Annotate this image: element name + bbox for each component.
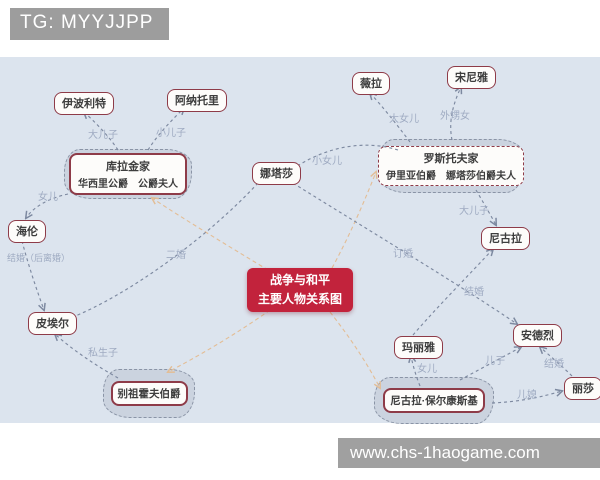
family-cloud-kuragin: 库拉金家 华西里公爵 公爵夫人 bbox=[64, 149, 192, 199]
edge-label-marriage-andrei: 结婚 bbox=[544, 359, 564, 370]
edge-label-youngest-daughter: 小女儿 bbox=[312, 156, 342, 167]
node-andrei: 安德烈 bbox=[513, 324, 562, 347]
node-anatole: 阿纳托里 bbox=[167, 89, 227, 112]
node-sonya: 宋尼雅 bbox=[447, 66, 496, 89]
edge-label-son-bolkonsky: 儿子 bbox=[485, 356, 505, 367]
family-title: 尼古拉·保尔康斯基 bbox=[390, 395, 478, 407]
edge-label-eldest-son-kuragin: 大儿子 bbox=[88, 130, 118, 141]
family-title: 罗斯托夫家 bbox=[423, 153, 479, 165]
diagram-title-box: 战争与和平 主要人物关系图 bbox=[247, 268, 353, 312]
edge-label-illegitimate-son: 私生子 bbox=[88, 348, 118, 359]
edge-label-eldest-daughter: 大女儿 bbox=[389, 114, 419, 125]
node-helen: 海伦 bbox=[8, 220, 46, 243]
node-lisa: 丽莎 bbox=[564, 377, 600, 400]
family-cloud-bolkonsky: 尼古拉·保尔康斯基 bbox=[374, 377, 494, 424]
node-pierre: 皮埃尔 bbox=[28, 312, 77, 335]
family-cloud-bezukhov: 别祖霍夫伯爵 bbox=[103, 369, 195, 418]
diagram-title-line2: 主要人物关系图 bbox=[257, 292, 342, 306]
family-title: 别祖霍夫伯爵 bbox=[117, 388, 181, 400]
node-nikolai: 尼古拉 bbox=[481, 227, 530, 250]
watermark-bottom-banner: www.chs-1haogame.com bbox=[338, 438, 600, 468]
family-box-kuragin: 库拉金家 华西里公爵 公爵夫人 bbox=[69, 153, 187, 195]
family-cloud-rostov: 罗斯托夫家 伊里亚伯爵 娜塔莎伯爵夫人 bbox=[378, 139, 524, 193]
node-natasha: 娜塔莎 bbox=[252, 162, 301, 185]
node-vera: 薇拉 bbox=[352, 72, 390, 95]
node-hippolyte: 伊波利特 bbox=[54, 92, 114, 115]
edge-label-daughter-kuragin: 女儿 bbox=[38, 192, 58, 203]
node-marya: 玛丽雅 bbox=[394, 336, 443, 359]
family-title: 库拉金家 bbox=[106, 161, 150, 173]
family-members: 伊里亚伯爵 娜塔莎伯爵夫人 bbox=[386, 171, 516, 182]
edge-label-daughter-bolkonsky: 女儿 bbox=[417, 364, 437, 375]
edge-label-married-divorced: 结婚（后离婚） bbox=[7, 253, 71, 263]
edge-label-daughter-in-law: 儿媳 bbox=[517, 390, 537, 401]
watermark-top-banner: TG: MYYJJPP bbox=[10, 8, 170, 40]
edge-label-engagement: 订婚 bbox=[393, 249, 413, 260]
family-box-bezukhov: 别祖霍夫伯爵 bbox=[110, 381, 188, 406]
edge-label-niece: 外甥女 bbox=[440, 111, 470, 122]
family-members: 华西里公爵 公爵夫人 bbox=[78, 179, 178, 190]
family-box-bolkonsky: 尼古拉·保尔康斯基 bbox=[383, 388, 485, 413]
family-box-rostov: 罗斯托夫家 伊里亚伯爵 娜塔莎伯爵夫人 bbox=[378, 146, 524, 186]
edge-label-eldest-son-rostov: 大儿子 bbox=[459, 206, 489, 217]
diagram-title-line1: 战争与和平 bbox=[269, 273, 330, 288]
edge-label-younger-son: 小儿子 bbox=[156, 128, 186, 139]
edge-label-marriage-nikolai: 结婚 bbox=[464, 287, 484, 298]
edge-label-second-marriage: 二婚 bbox=[166, 250, 186, 261]
